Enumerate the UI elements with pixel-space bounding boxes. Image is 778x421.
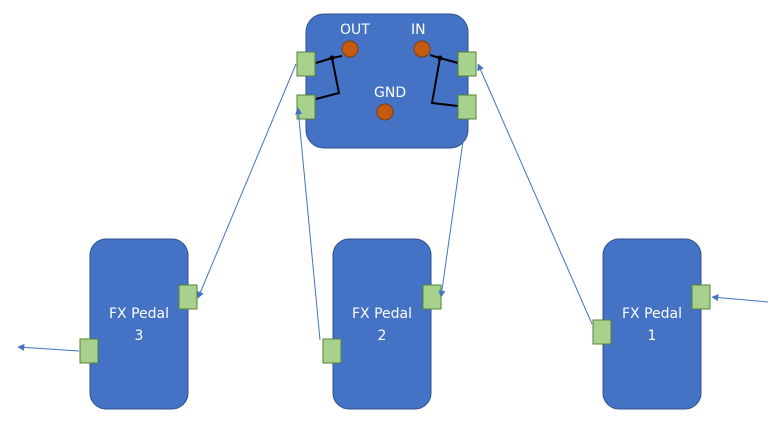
pedal-1-jack-in[interactable] [691,284,711,310]
out-switch-wire [315,57,341,100]
pedal-1-label-line1: FX Pedal [622,306,682,322]
switcher-jack-in-top[interactable] [457,51,477,77]
pedal-3-jack-in[interactable] [178,284,198,310]
cable-switcher-to-pedal-2 [438,119,467,298]
pedal-1-body [602,238,702,410]
pedal-2-label-line2: 2 [378,328,387,344]
pedal-1-label-line2: 1 [648,328,657,344]
cable-pedal-1-to-switcher [477,63,593,325]
cable-pedal-2-to-switcher [295,107,321,341]
switcher-body [305,13,469,149]
pedal-3-label-line1: FX Pedal [109,306,169,322]
gnd-label: GND [374,85,406,101]
gnd-terminal [376,103,394,121]
cables [17,63,769,352]
pedal-2-jack-out[interactable] [322,338,342,364]
out-wire-node [329,55,335,61]
in-wire-node [437,55,443,61]
pedal-3-body [89,238,189,410]
pedal-3-label-line2: 3 [135,328,144,344]
cable-switcher-to-pedal-3 [197,63,297,299]
switcher-jack-out-bottom[interactable] [296,94,316,120]
in-label: IN [411,22,426,38]
fx-pedal-1: FX Pedal 1 [592,238,711,410]
out-terminal [341,40,359,58]
pedal-1-jack-out[interactable] [592,319,612,345]
switcher-box: OUT IN GND [296,13,477,149]
switcher-jack-out-top[interactable] [296,51,316,77]
cable-input-to-pedal-1 [711,294,769,303]
pedal-3-jack-out[interactable] [79,338,99,364]
in-terminal [413,40,431,58]
pedal-2-body [332,238,432,410]
cable-pedal-3-to-output [17,343,80,352]
switcher-jack-in-bottom[interactable] [457,94,477,120]
fx-pedal-3: FX Pedal 3 [79,238,198,410]
in-switch-wire [430,57,459,107]
out-label: OUT [340,22,370,38]
pedal-2-jack-in[interactable] [422,284,442,310]
fx-pedal-2: FX Pedal 2 [322,238,442,410]
pedal-2-label-line1: FX Pedal [352,306,412,322]
